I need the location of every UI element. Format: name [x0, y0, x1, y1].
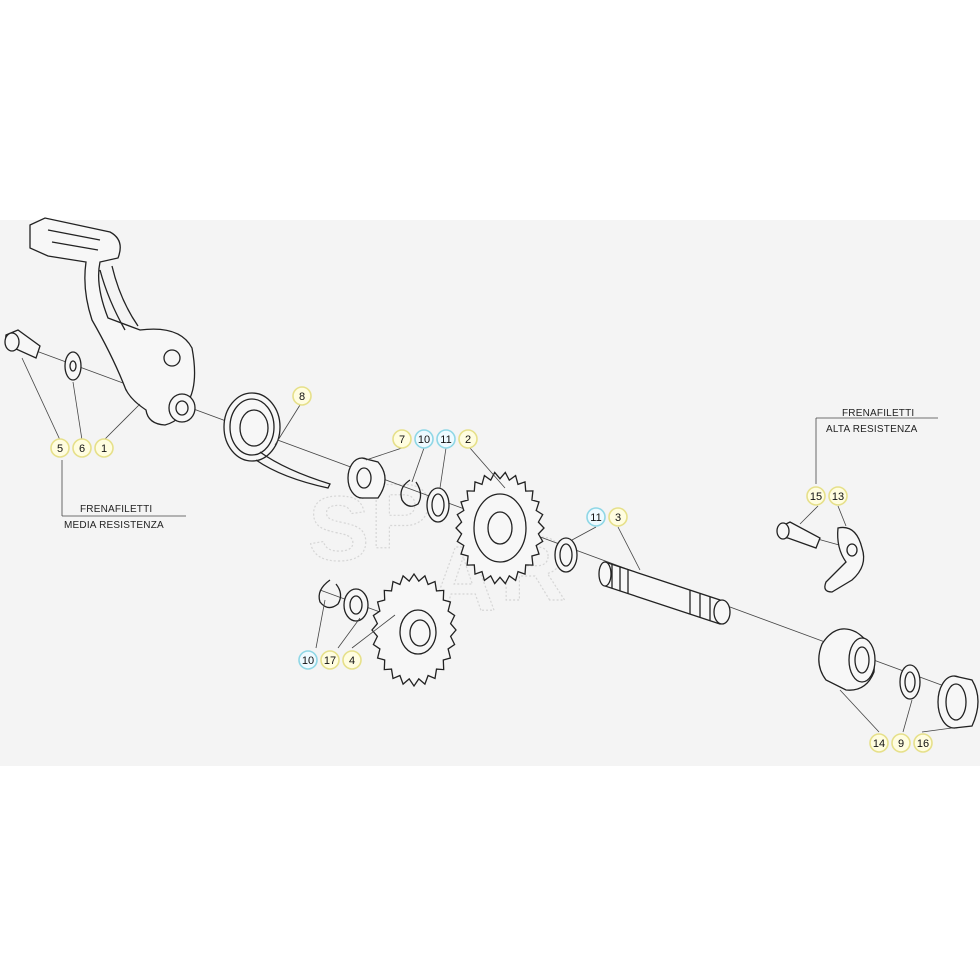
kickstart-gear: [455, 471, 545, 585]
circlip-lower: [318, 579, 342, 609]
ratchet-washer: [899, 664, 921, 700]
svg-text:13: 13: [832, 491, 844, 503]
washer-shaft: [554, 537, 578, 573]
ratchet-bushing: [937, 675, 979, 729]
svg-text:11: 11: [440, 434, 451, 446]
callout-10-lower: 10: [298, 650, 318, 670]
callout-8: 8: [292, 386, 312, 406]
note-right-line2: ALTA RESISTENZA: [826, 424, 918, 435]
svg-text:16: 16: [917, 738, 929, 750]
ratchet: [818, 628, 876, 691]
note-left-line2: MEDIA RESISTENZA: [64, 520, 164, 531]
callout-4: 4: [342, 650, 362, 670]
callout-11: 11: [436, 429, 456, 449]
callout-3: 3: [608, 507, 628, 527]
svg-text:17: 17: [324, 655, 336, 667]
callout-1: 1: [94, 438, 114, 458]
lever-washer: [64, 351, 82, 381]
svg-text:4: 4: [349, 655, 355, 667]
callout-13: 13: [828, 486, 848, 506]
svg-text:10: 10: [418, 434, 430, 446]
callout-16: 16: [913, 733, 933, 753]
leader-lines: [21, 357, 953, 733]
idler-gear: [371, 572, 457, 688]
svg-text:8: 8: [299, 391, 305, 403]
svg-text:2: 2: [465, 434, 471, 446]
svg-text:3: 3: [615, 512, 621, 524]
kickstart-lever: [29, 217, 196, 426]
svg-text:11: 11: [590, 512, 601, 524]
svg-text:5: 5: [57, 443, 63, 455]
bushing: [347, 457, 386, 499]
callout-15: 15: [806, 486, 826, 506]
callout-6: 6: [72, 438, 92, 458]
thread-lock-note-right: FRENAFILETTI ALTA RESISTENZA: [826, 408, 918, 435]
lever-bolt: [4, 329, 41, 359]
washer-upper: [426, 487, 450, 523]
thread-lock-note-left: FRENAFILETTI MEDIA RESISTENZA: [64, 504, 164, 531]
washer-lower: [343, 588, 369, 622]
callout-9: 9: [891, 733, 911, 753]
callout-14: 14: [869, 733, 889, 753]
callout-11-shaft: 11: [586, 507, 606, 527]
callout-group: 5 6 1 8 7 10 11 2 11 3 15 13 10 17 4 14 …: [50, 386, 933, 753]
svg-text:7: 7: [399, 434, 405, 446]
svg-text:6: 6: [79, 443, 85, 455]
kickstart-spring: [223, 392, 331, 489]
svg-text:9: 9: [898, 738, 904, 750]
callout-17: 17: [320, 650, 340, 670]
note-right-line1: FRENAFILETTI: [842, 408, 914, 419]
svg-text:14: 14: [873, 738, 885, 750]
callout-7: 7: [392, 429, 412, 449]
svg-text:1: 1: [101, 443, 107, 455]
callout-2: 2: [458, 429, 478, 449]
pawl-bolt: [776, 521, 821, 549]
callout-5: 5: [50, 438, 70, 458]
svg-text:15: 15: [810, 491, 822, 503]
callout-10: 10: [414, 429, 434, 449]
ratchet-pawl: [824, 526, 865, 593]
kickstart-shaft: [598, 561, 731, 625]
svg-text:10: 10: [302, 655, 314, 667]
circlip-upper: [400, 479, 422, 507]
note-left-line1: FRENAFILETTI: [80, 504, 152, 515]
